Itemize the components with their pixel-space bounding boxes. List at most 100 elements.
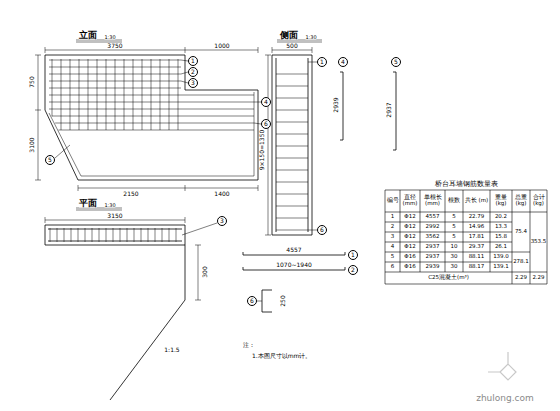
dimension: 1400	[214, 191, 229, 197]
rebar-line	[178, 59, 179, 130]
table-cell: 30	[451, 254, 458, 260]
table-cell: 2.29	[515, 275, 527, 281]
rebar-line	[49, 113, 81, 176]
callout-number: 1	[348, 250, 358, 260]
rebar-line	[276, 230, 308, 231]
table-cell: 30	[451, 264, 458, 270]
callout-number: 4	[338, 57, 348, 67]
table-cell: Φ16	[404, 254, 415, 260]
rebar-line	[97, 59, 98, 130]
rebar-line	[169, 59, 170, 130]
table-cell: Φ12	[404, 224, 415, 230]
table-cell: 重量 (kg)	[491, 195, 512, 207]
table-cell: 2939	[426, 264, 440, 270]
rebar-line	[162, 228, 163, 242]
rebar-line	[276, 86, 308, 87]
watermark: zhulong.com	[476, 394, 534, 403]
view-title: 立面	[79, 31, 97, 40]
table-cell: 2.29	[532, 275, 544, 281]
note: 注：	[243, 342, 255, 348]
table-cell: 3	[391, 234, 395, 240]
table-cell: 22.79	[469, 214, 485, 220]
view-title: 1:30	[104, 35, 115, 40]
rebar-line	[120, 228, 121, 242]
callout-number: 4	[261, 97, 271, 107]
callout-text: 6	[320, 227, 324, 233]
dimensions	[35, 40, 322, 301]
rebar-grid	[49, 59, 308, 242]
dimension: 4557	[286, 247, 301, 253]
rebar-line	[49, 102, 254, 103]
table-cell: Φ12	[404, 214, 415, 220]
dimension: 300	[202, 266, 208, 277]
table-cell: Φ12	[404, 234, 415, 240]
rebar-line	[50, 228, 51, 242]
table-cell: 2992	[426, 224, 440, 230]
title-underline	[76, 40, 322, 210]
plan-outline	[45, 225, 185, 400]
outlines	[45, 55, 396, 400]
rebar-line	[276, 158, 308, 159]
callout-text: 1	[351, 252, 355, 258]
table-cell: 4	[391, 244, 395, 250]
rebar-line	[176, 228, 177, 242]
table-cell: 2937	[426, 244, 440, 250]
table-cell: 5	[452, 214, 456, 220]
table-cell: 75.4	[515, 229, 527, 235]
dimension: 2937	[386, 102, 392, 117]
dimension: 750	[29, 76, 35, 87]
table-cell: Φ16	[404, 264, 415, 270]
side-outline	[272, 55, 312, 235]
table-cell: 总重 (kg)	[513, 195, 530, 207]
dimension: 9×150=1350	[259, 130, 265, 171]
rebar-line	[254, 92, 255, 176]
rebar-line	[124, 59, 125, 130]
callout-text: 1	[320, 59, 324, 65]
rebar-line	[276, 134, 308, 135]
rebar-line	[155, 228, 156, 242]
table-cell: 20.2	[495, 214, 507, 220]
callout-text: 6	[264, 121, 268, 127]
table-cell: 17.81	[469, 234, 485, 240]
dimension: 1:1.5	[164, 347, 179, 353]
rebar-line	[276, 146, 308, 147]
rebar-line	[169, 228, 170, 242]
table-cell: 29.37	[469, 244, 485, 250]
rebar-line	[134, 228, 135, 242]
watermark-logo	[488, 352, 516, 380]
watermark-logo	[488, 352, 516, 380]
dimension-line	[265, 47, 312, 235]
callout-number: 5	[391, 57, 401, 67]
rebar-line	[81, 176, 254, 177]
rebar-line	[276, 170, 308, 171]
rebar-line	[276, 182, 308, 183]
view-title: 1:30	[104, 203, 115, 208]
table-cell: 编号	[386, 198, 400, 204]
rebar-line	[78, 228, 79, 242]
rebar-line	[276, 110, 308, 111]
table-cell: 139.1	[493, 264, 509, 270]
dimension: 2939	[333, 97, 339, 112]
dimension-line	[35, 47, 258, 191]
dimension: 3150	[107, 213, 122, 219]
callout-text: 2	[351, 267, 355, 273]
rebar-line	[88, 59, 89, 130]
dimension: 3100	[29, 137, 35, 152]
callout-number: 2	[188, 67, 198, 77]
table-grid	[385, 190, 547, 284]
callout-text: 5	[394, 59, 398, 65]
table-cell: 26.1	[495, 244, 507, 250]
callout-text: 4	[341, 59, 345, 65]
rebar-shapes	[243, 72, 396, 312]
note: 1.本图尺寸以mm计。	[252, 353, 311, 359]
rebar-line	[79, 59, 80, 130]
dimension-line	[45, 217, 201, 300]
table-cell: 2937	[426, 254, 440, 260]
callout-number: 3	[188, 78, 198, 88]
rebar-line	[61, 59, 62, 130]
table-cell: 5	[391, 254, 395, 260]
rebar-line	[49, 95, 254, 96]
rebar-line	[276, 194, 308, 195]
table-cell: 13.3	[495, 224, 507, 230]
